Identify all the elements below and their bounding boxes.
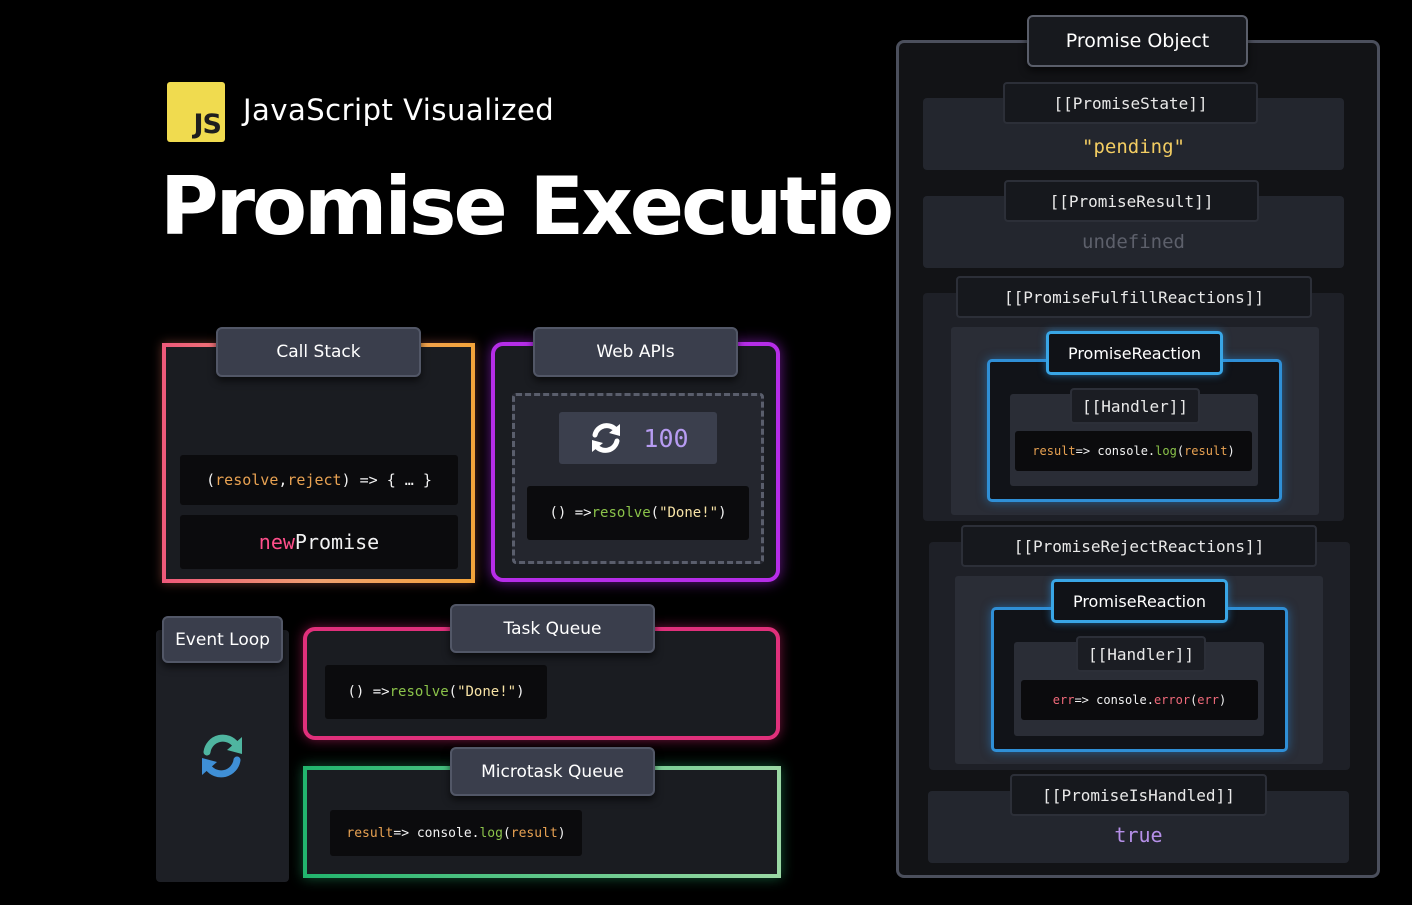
timer-value: 100 (643, 423, 689, 453)
web-apis-label: Web APIs (533, 327, 738, 377)
header-subtitle: JavaScript Visualized (243, 93, 555, 127)
promise-handled-key: [[PromiseIsHandled]] (1010, 774, 1267, 816)
code-token: "Done!" (457, 684, 517, 700)
code-token: ) (516, 684, 525, 700)
reject-handler-key: [[Handler]] (1076, 636, 1206, 672)
promise-handled-value: true (1114, 823, 1163, 847)
call-stack-label: Call Stack (216, 327, 421, 377)
code-token: "Done!" (659, 505, 719, 521)
code-token: log (1155, 444, 1177, 458)
code-token: error (1153, 693, 1191, 707)
code-token: => console. (393, 825, 480, 841)
code-token: result (1184, 444, 1228, 458)
promise-object-label: Promise Object (1027, 15, 1248, 67)
js-logo-text: JS (193, 109, 222, 140)
code-token: => console. (1074, 693, 1154, 707)
code-token: reject (287, 471, 342, 489)
fulfill-handler-code: result => console.log(result) (1015, 431, 1252, 471)
event-loop-label: Event Loop (162, 616, 283, 663)
code-token: err (1052, 693, 1075, 707)
call-stack-panel: (resolve, reject) => { … } new Promise (162, 343, 475, 583)
promise-state-key: [[PromiseState]] (1003, 82, 1258, 124)
code-token: resolve (591, 505, 651, 521)
code-token: ) (557, 825, 566, 841)
promise-object-panel: "pending" [[PromiseState]] undefined [[P… (896, 40, 1380, 878)
fulfill-reaction-label: PromiseReaction (1046, 331, 1223, 375)
event-loop-panel (156, 630, 289, 882)
code-token: ) (718, 505, 727, 521)
code-token: () => (347, 684, 390, 700)
call-stack-frame-new-promise: new Promise (180, 515, 458, 569)
microtask-queue-label: Microtask Queue (450, 747, 655, 796)
code-token: resolve (389, 684, 449, 700)
web-api-callback: () => resolve("Done!") (527, 486, 749, 540)
code-token: ( (206, 471, 216, 489)
code-token: () => (549, 505, 592, 521)
reject-handler-code: err => console.error(err) (1021, 680, 1258, 720)
promise-result-value: undefined (1082, 231, 1185, 253)
code-token: ( (1190, 693, 1198, 707)
reject-reaction-label: PromiseReaction (1051, 579, 1228, 623)
code-token: ( (502, 825, 511, 841)
code-token: result (510, 825, 558, 841)
code-token: err (1197, 693, 1219, 707)
reject-reactions-key: [[PromiseRejectReactions]] (961, 525, 1317, 567)
code-token: ) (1227, 444, 1235, 458)
code-token: ) (1218, 693, 1227, 707)
js-logo: JS (167, 82, 225, 142)
code-token: new (258, 530, 295, 554)
code-token: result (346, 825, 394, 841)
code-token: => console. (1075, 444, 1156, 458)
code-token: result (1032, 444, 1076, 458)
promise-state-value: "pending" (1082, 136, 1185, 158)
call-stack-frame-executor: (resolve, reject) => { … } (180, 455, 458, 505)
refresh-icon (587, 419, 625, 457)
fulfill-reactions-key: [[PromiseFulfillReactions]] (956, 276, 1312, 318)
code-token: resolve (215, 471, 279, 489)
web-api-timer-slot: 100 () => resolve("Done!") (512, 393, 764, 564)
task-queue-label: Task Queue (450, 604, 655, 653)
code-token: log (479, 825, 503, 841)
fulfill-handler-key: [[Handler]] (1070, 388, 1200, 424)
code-token: ( (650, 505, 660, 521)
task-queue-item: () => resolve("Done!") (325, 665, 547, 719)
code-token: Promise (294, 530, 380, 554)
promise-result-key: [[PromiseResult]] (1004, 180, 1259, 222)
page-title: Promise Execution (160, 160, 948, 253)
code-token: ) => { … } (341, 471, 432, 489)
web-apis-panel: 100 () => resolve("Done!") (491, 342, 780, 582)
refresh-icon (196, 730, 248, 782)
microtask-queue-item: result => console.log(result) (330, 810, 582, 856)
timer-badge: 100 (559, 412, 717, 464)
reject-reaction-box: err => console.error(err) [[Handler]] (991, 607, 1288, 752)
code-token: , (278, 471, 288, 489)
code-token: ( (1176, 444, 1185, 458)
fulfill-reaction-box: result => console.log(result) [[Handler]… (987, 359, 1282, 502)
code-token: ( (448, 684, 458, 700)
